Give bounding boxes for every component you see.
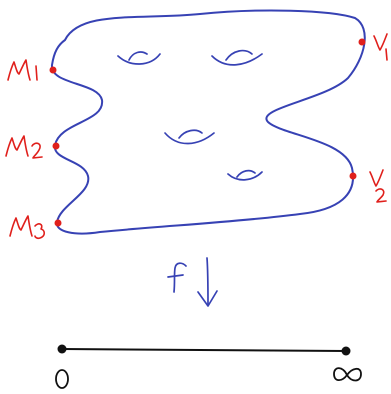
handle-3 bbox=[164, 129, 215, 145]
label-nu2: ν2 bbox=[369, 169, 387, 203]
label-nu1: ν1 bbox=[373, 33, 388, 61]
marked-point-nu1 bbox=[358, 38, 366, 46]
marked-point-mu3 bbox=[54, 219, 62, 227]
label-mu3: μ3 bbox=[9, 215, 46, 240]
marked-point-nu2 bbox=[349, 172, 357, 180]
map-label-f: f bbox=[167, 262, 187, 293]
marked-point-mu2 bbox=[52, 142, 60, 150]
left-endpoint-dot bbox=[57, 344, 67, 354]
right-endpoint-dot bbox=[341, 346, 351, 356]
marked-point-mu1 bbox=[49, 66, 57, 74]
surface-outline bbox=[50, 9, 366, 235]
map-arrow-down bbox=[197, 257, 218, 307]
right-endpoint-label: ∞ bbox=[333, 367, 362, 382]
label-mu2: μ2 bbox=[5, 135, 43, 159]
handle-4 bbox=[227, 169, 263, 181]
handle-2 bbox=[211, 49, 263, 66]
handle-1 bbox=[117, 51, 161, 65]
base-interval-line bbox=[61, 348, 347, 352]
left-endpoint-label: 0 bbox=[55, 369, 69, 389]
label-mu1: μ1 bbox=[7, 59, 38, 81]
